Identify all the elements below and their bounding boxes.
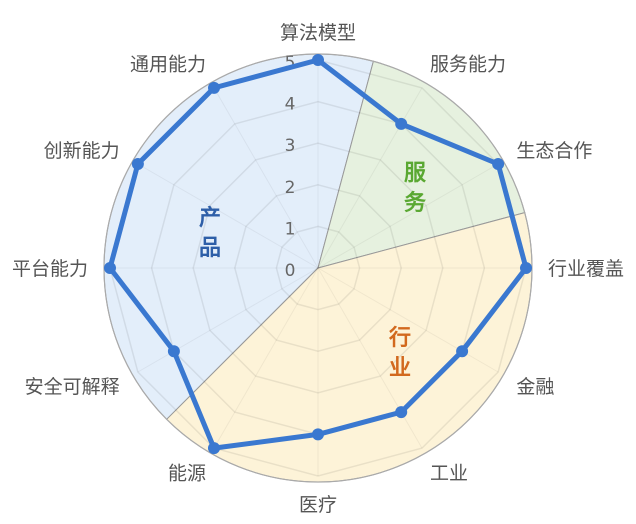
data-point <box>520 262 532 274</box>
axis-label: 能源 <box>168 462 206 484</box>
data-point <box>167 345 180 358</box>
data-point <box>395 406 408 419</box>
axis-label: 算法模型 <box>280 22 356 44</box>
grid-spoke <box>317 163 499 269</box>
data-point <box>456 345 469 358</box>
grid-spoke <box>137 267 319 373</box>
data-point <box>131 158 144 170</box>
axis-label: 创新能力 <box>44 140 120 162</box>
axis-label: 金融 <box>516 376 554 398</box>
grid-spoke <box>137 163 319 269</box>
sector-label: 行 <box>388 325 411 351</box>
axis-label: 行业覆盖 <box>548 258 624 280</box>
data-point <box>312 428 324 441</box>
tick-label: 0 <box>285 261 296 281</box>
tick-label: 3 <box>285 136 296 156</box>
data-point <box>104 262 116 274</box>
axis-label: 通用能力 <box>130 54 206 76</box>
tick-label: 4 <box>285 95 296 115</box>
axis-label: 医疗 <box>299 494 337 516</box>
tick-label: 1 <box>285 219 296 239</box>
grid-spoke <box>317 267 499 373</box>
tick-label: 5 <box>285 53 296 73</box>
data-point <box>395 117 408 130</box>
grid-spoke <box>213 267 319 449</box>
data-point <box>208 81 220 94</box>
grid-ring <box>192 142 444 394</box>
grid-spoke <box>213 87 319 269</box>
sector-label: 产 <box>199 206 221 231</box>
sector-label: 品 <box>199 236 221 261</box>
sector-label: 业 <box>389 356 411 381</box>
axis-label: 工业 <box>430 462 468 484</box>
grid-ring <box>275 225 361 311</box>
axis-label: 生态合作 <box>516 140 592 162</box>
sector-label: 服 <box>404 161 427 186</box>
grid-ring <box>234 184 402 352</box>
tick-label: 2 <box>285 178 296 198</box>
axis-label: 平台能力 <box>12 258 88 280</box>
axis-label: 安全可解释 <box>25 376 120 398</box>
axis-label: 服务能力 <box>430 54 506 76</box>
data-point <box>312 54 324 66</box>
grid-spoke <box>317 267 423 449</box>
sector-label: 务 <box>404 191 427 216</box>
data-point <box>492 158 505 170</box>
grid-spoke <box>317 87 423 269</box>
data-point <box>208 442 220 455</box>
